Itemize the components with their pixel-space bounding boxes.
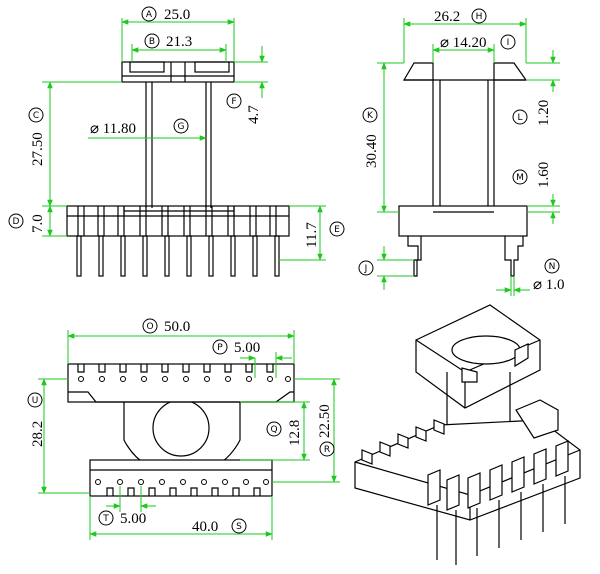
svg-text:21.3: 21.3 [166,34,192,50]
svg-text:N: N [549,262,556,272]
bottom-strip-slots [106,487,261,496]
svg-text:R: R [324,445,330,455]
svg-text:11.7: 11.7 [304,222,320,248]
pins [76,235,280,277]
top-strip-slots [77,364,274,373]
svg-text:L: L [517,113,522,123]
callout-S: 40.0 S [192,518,247,535]
svg-text:4.7: 4.7 [246,105,262,124]
callout-N: N ⌀ 1.0 [533,258,565,293]
svg-text:S: S [236,522,242,532]
svg-text:7.0: 7.0 [30,214,46,233]
svg-text:C: C [33,111,39,121]
svg-text:12.8: 12.8 [287,420,303,446]
callout-B: B 21.3 [144,33,192,50]
svg-text:D: D [13,217,20,227]
callout-K: K 30.40 [362,107,380,168]
top-strip-holes [78,376,291,382]
svg-text:E: E [334,225,340,235]
side-view [377,18,560,296]
svg-text:A: A [146,10,153,20]
svg-text:⌀ 1.0: ⌀ 1.0 [533,277,565,293]
callout-R: R 22.50 [317,404,335,457]
svg-text:⌀ 14.20: ⌀ 14.20 [440,35,487,51]
callout-L: L 1.20 [512,100,552,126]
callout-A: A 25.0 [141,6,190,23]
svg-text:⌀ 11.80: ⌀ 11.80 [90,121,136,137]
base-fins [77,206,277,236]
bottom-strip-holes [95,479,269,485]
svg-text:1.60: 1.60 [536,162,552,188]
callout-U: U 28.2 [27,392,46,447]
svg-text:40.0: 40.0 [192,519,218,535]
svg-text:H: H [476,12,483,22]
iso-pins [436,476,566,565]
bottom-view [38,330,340,540]
callout-H: 26.2 H [434,8,487,25]
callout-Q: Q 12.8 [266,420,303,446]
svg-text:5.00: 5.00 [120,511,146,527]
svg-text:5.00: 5.00 [234,340,260,356]
svg-text:T: T [102,514,109,524]
svg-text:J: J [364,264,368,274]
svg-text:G: G [178,122,185,132]
svg-text:1.20: 1.20 [536,100,552,126]
callout-J: J [358,260,374,276]
callout-O: O 50.0 [142,318,190,335]
callout-M: M 1.60 [512,162,552,188]
callout-F: F 4.7 [226,93,262,124]
iso-fins-left [361,419,445,465]
svg-text:50.0: 50.0 [164,319,190,335]
callout-T: T 5.00 [98,510,146,527]
svg-text:I: I [507,38,510,48]
svg-text:F: F [231,97,236,107]
svg-text:26.2: 26.2 [434,9,460,25]
svg-text:K: K [367,111,374,121]
svg-text:O: O [146,322,153,332]
svg-text:22.50: 22.50 [317,404,333,438]
svg-text:27.50: 27.50 [30,132,46,166]
callout-P: P 5.00 [212,339,260,356]
svg-text:Q: Q [270,425,277,435]
isometric-view [354,304,581,565]
svg-text:30.40: 30.40 [364,134,380,168]
svg-text:B: B [149,37,155,47]
svg-text:U: U [32,396,39,406]
callout-E: E 11.7 [304,221,345,248]
callout-C: C 27.50 [28,107,46,166]
front-view [42,18,326,277]
svg-text:28.2: 28.2 [30,421,46,447]
callout-G: ⌀ 11.80 G [90,118,189,137]
svg-text:25.0: 25.0 [164,7,190,23]
callout-I: ⌀ 14.20 I [440,34,516,51]
svg-text:M: M [516,173,524,183]
iso-fins-front [427,440,569,511]
svg-text:P: P [217,343,223,353]
callout-D: D 7.0 [8,213,46,233]
